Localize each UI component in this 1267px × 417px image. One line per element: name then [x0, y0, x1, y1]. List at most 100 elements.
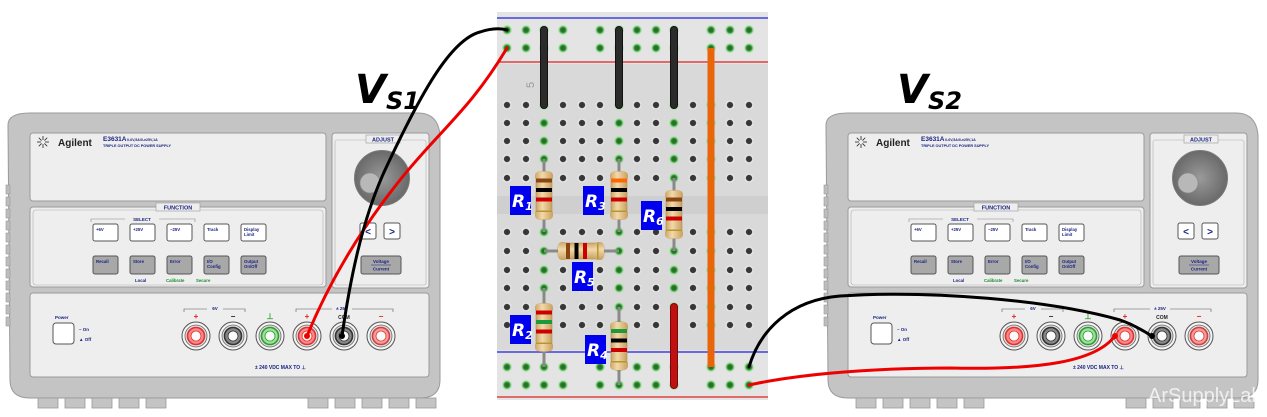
breadboard-hole[interactable]	[501, 99, 513, 111]
breadboard-hole[interactable]	[576, 319, 588, 331]
wire-vs2-positive[interactable]	[747, 334, 1117, 387]
resistor-r1[interactable]	[535, 159, 553, 232]
breadboard-hole[interactable]	[520, 172, 532, 184]
breadboard-hole[interactable]	[501, 301, 513, 313]
rail-hole[interactable]	[557, 379, 569, 391]
wire-vs1-common[interactable]	[340, 27, 509, 338]
rail-hole[interactable]	[520, 24, 532, 36]
breadboard-hole[interactable]	[650, 153, 662, 165]
terminal-25v-negative[interactable]	[366, 321, 396, 351]
breadboard-hole[interactable]	[501, 245, 513, 257]
rail-hole[interactable]	[650, 24, 662, 36]
breadboard-hole[interactable]	[743, 301, 755, 313]
breadboard-hole[interactable]	[724, 245, 736, 257]
breadboard-hole[interactable]	[668, 264, 680, 276]
breadboard-hole[interactable]	[631, 99, 643, 111]
breadboard-hole[interactable]	[668, 153, 680, 165]
resistor-r2[interactable]	[535, 288, 553, 367]
breadboard-hole[interactable]	[594, 117, 606, 129]
breadboard-hole[interactable]	[557, 153, 569, 165]
power-switch[interactable]	[52, 322, 75, 345]
terminal-6v-negative[interactable]	[1036, 321, 1066, 351]
rail-hole[interactable]	[557, 42, 569, 54]
rail-hole[interactable]	[650, 361, 662, 373]
breadboard-hole[interactable]	[650, 282, 662, 294]
button-25v[interactable]: +25V	[947, 223, 974, 242]
button-error[interactable]: Error	[166, 255, 193, 275]
breadboard-hole[interactable]	[576, 153, 588, 165]
rail-hole[interactable]	[724, 24, 736, 36]
breadboard-hole[interactable]	[743, 172, 755, 184]
breadboard-hole[interactable]	[668, 117, 680, 129]
breadboard-hole[interactable]	[576, 99, 588, 111]
breadboard-hole[interactable]	[724, 172, 736, 184]
rail-hole[interactable]	[705, 24, 717, 36]
breadboard-hole[interactable]	[576, 135, 588, 147]
breadboard-hole[interactable]	[594, 135, 606, 147]
breadboard-hole[interactable]	[501, 117, 513, 129]
breadboard-hole[interactable]	[743, 117, 755, 129]
button-error[interactable]: Error	[984, 255, 1011, 275]
rail-hole[interactable]	[724, 379, 736, 391]
breadboard-hole[interactable]	[520, 226, 532, 238]
breadboard-hole[interactable]	[743, 245, 755, 257]
breadboard-hole[interactable]	[668, 282, 680, 294]
breadboard-hole[interactable]	[594, 301, 606, 313]
resistor-r5[interactable]	[544, 242, 619, 260]
breadboard-hole[interactable]	[687, 153, 699, 165]
breadboard-hole[interactable]	[538, 135, 550, 147]
breadboard-hole[interactable]	[687, 245, 699, 257]
breadboard-hole[interactable]	[743, 282, 755, 294]
arrow-right-button[interactable]: >	[1201, 222, 1219, 240]
button-track[interactable]: Track	[1021, 223, 1048, 242]
terminal-com[interactable]	[1147, 321, 1177, 351]
button-6v[interactable]: +6V	[910, 223, 937, 242]
arrow-left-button[interactable]: <	[1177, 222, 1195, 240]
button-store[interactable]: Store	[129, 255, 156, 275]
button-25v[interactable]: −25V	[166, 223, 193, 242]
resistor-r6[interactable]	[665, 178, 683, 251]
breadboard-hole[interactable]	[538, 117, 550, 129]
breadboard-hole[interactable]	[724, 226, 736, 238]
breadboard-hole[interactable]	[501, 153, 513, 165]
terminal-ground[interactable]	[255, 321, 285, 351]
breadboard-hole[interactable]	[576, 172, 588, 184]
breadboard-hole[interactable]	[650, 99, 662, 111]
rail-hole[interactable]	[501, 379, 513, 391]
button-recall[interactable]: Recall	[910, 255, 937, 275]
breadboard-hole[interactable]	[613, 117, 625, 129]
breadboard-hole[interactable]	[724, 301, 736, 313]
breadboard-hole[interactable]	[631, 301, 643, 313]
breadboard-hole[interactable]	[631, 282, 643, 294]
rail-hole[interactable]	[594, 379, 606, 391]
terminal-6v-positive[interactable]	[999, 321, 1029, 351]
breadboard-hole[interactable]	[520, 301, 532, 313]
breadboard-hole[interactable]	[557, 282, 569, 294]
breadboard-hole[interactable]	[724, 117, 736, 129]
breadboard-hole[interactable]	[743, 264, 755, 276]
breadboard-hole[interactable]	[557, 264, 569, 276]
breadboard-hole[interactable]	[650, 319, 662, 331]
breadboard-hole[interactable]	[724, 264, 736, 276]
breadboard-hole[interactable]	[650, 301, 662, 313]
arrow-right-button[interactable]: >	[383, 222, 401, 240]
resistor-r4[interactable]	[610, 307, 628, 385]
adjust-knob[interactable]	[1170, 148, 1230, 208]
breadboard-hole[interactable]	[501, 135, 513, 147]
breadboard-hole[interactable]	[631, 153, 643, 165]
breadboard-hole[interactable]	[557, 172, 569, 184]
breadboard-hole[interactable]	[520, 264, 532, 276]
breadboard-hole[interactable]	[650, 264, 662, 276]
button-recall[interactable]: Recall	[92, 255, 119, 275]
breadboard-hole[interactable]	[613, 264, 625, 276]
breadboard-hole[interactable]	[687, 319, 699, 331]
breadboard-hole[interactable]	[724, 99, 736, 111]
breadboard-hole[interactable]	[613, 282, 625, 294]
rail-hole[interactable]	[594, 42, 606, 54]
breadboard-hole[interactable]	[557, 226, 569, 238]
